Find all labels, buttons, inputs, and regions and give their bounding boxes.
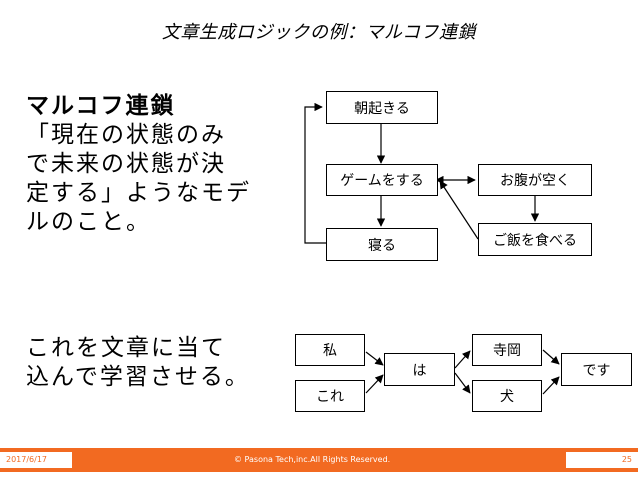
footer-bar: 2017/6/17 © Pasona Tech,inc.All Rights R… xyxy=(0,448,638,472)
node-wake-up: 朝起きる xyxy=(326,91,438,124)
node-kore: これ xyxy=(295,380,365,412)
markov-definition: マルコフ連鎖 「現在の状態のみ で未来の状態が決 定する」ようなモデ ルのこと。 xyxy=(26,92,251,237)
arrow-kore-to-wa xyxy=(365,374,384,394)
page-number: 25 xyxy=(566,452,638,468)
markov-heading: マルコフ連鎖 xyxy=(26,93,176,119)
arrow-wa-to-teraoka xyxy=(454,350,471,369)
node-wa: は xyxy=(384,353,455,386)
arrow-wa-to-inu xyxy=(454,372,471,394)
application-line-2: 込んで学習させる。 xyxy=(26,364,250,390)
node-inu: 犬 xyxy=(472,380,542,412)
arrow-inu-to-desu xyxy=(542,376,560,395)
definition-line-2: で未来の状態が決 xyxy=(26,151,226,177)
footer-date: 2017/6/17 xyxy=(0,452,72,468)
arrow-eat-to-game xyxy=(439,180,479,240)
node-watashi: 私 xyxy=(295,334,365,366)
arrow-watashi-to-wa xyxy=(365,351,384,366)
node-sleep: 寝る xyxy=(326,228,438,261)
definition-line-3: 定する」ようなモデ xyxy=(26,180,251,206)
application-text: これを文章に当て 込んで学習させる。 xyxy=(26,334,250,392)
node-get-hungry: お腹が空く xyxy=(478,164,592,196)
definition-line-1: 「現在の状態のみ xyxy=(26,122,226,148)
arrow-sleep-loop-to-wake xyxy=(304,102,326,244)
definition-line-4: ルのこと。 xyxy=(26,209,151,235)
node-eat-meal: ご飯を食べる xyxy=(478,223,592,256)
application-line-1: これを文章に当て xyxy=(26,335,226,361)
slide-title: 文章生成ロジックの例：マルコフ連鎖 xyxy=(161,22,477,43)
node-play-game: ゲームをする xyxy=(326,164,438,196)
footer-copyright: © Pasona Tech,inc.All Rights Reserved. xyxy=(234,455,391,464)
node-desu: です xyxy=(561,353,632,386)
arrow-teraoka-to-desu xyxy=(542,349,560,365)
node-teraoka: 寺岡 xyxy=(472,334,542,366)
